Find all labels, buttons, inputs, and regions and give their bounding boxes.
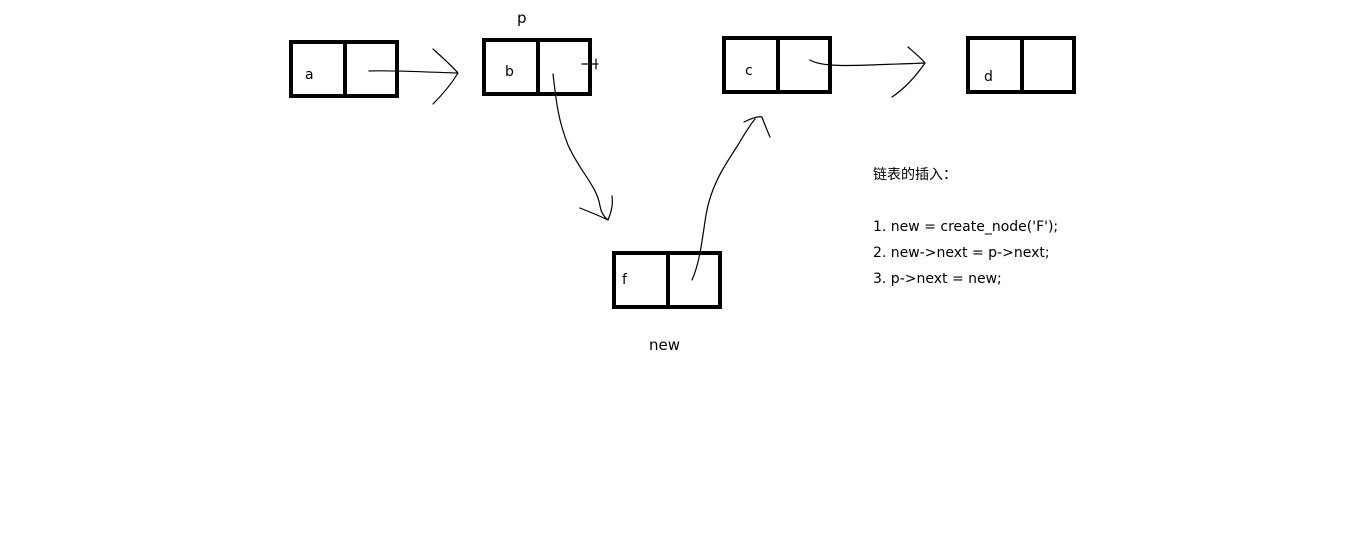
node-f: f [612, 251, 722, 309]
arrow-b-next-stub [581, 58, 599, 70]
node-b: b [482, 38, 592, 96]
notes-step-3: 3. p->next = new; [873, 271, 1002, 287]
notes-title: 链表的插入： [873, 167, 957, 183]
node-d-label: d [984, 69, 993, 85]
pointer-label-p: p [517, 9, 527, 27]
insertion-notes: 链表的插入： 1. new = create_node('F'); 2. new… [873, 162, 1058, 292]
node-a-label: a [305, 67, 314, 83]
node-f-divider [666, 255, 670, 305]
node-c-label: c [745, 63, 753, 79]
node-c-divider [776, 40, 780, 90]
notes-step-2: 2. new->next = p->next; [873, 245, 1050, 261]
arrow-b-to-f [552, 73, 613, 221]
node-d: d [966, 36, 1076, 94]
node-b-label: b [505, 64, 514, 80]
node-a-divider [343, 44, 347, 94]
arrow-a-to-b [368, 48, 459, 105]
notes-step-1: 1. new = create_node('F'); [873, 219, 1059, 235]
node-b-divider [536, 42, 540, 92]
pointer-label-new: new [649, 336, 681, 354]
arrow-f-to-c [691, 116, 771, 281]
node-a: a [289, 40, 399, 98]
node-d-divider [1020, 40, 1024, 90]
arrow-c-to-d [809, 46, 926, 98]
node-f-label: f [622, 272, 627, 288]
